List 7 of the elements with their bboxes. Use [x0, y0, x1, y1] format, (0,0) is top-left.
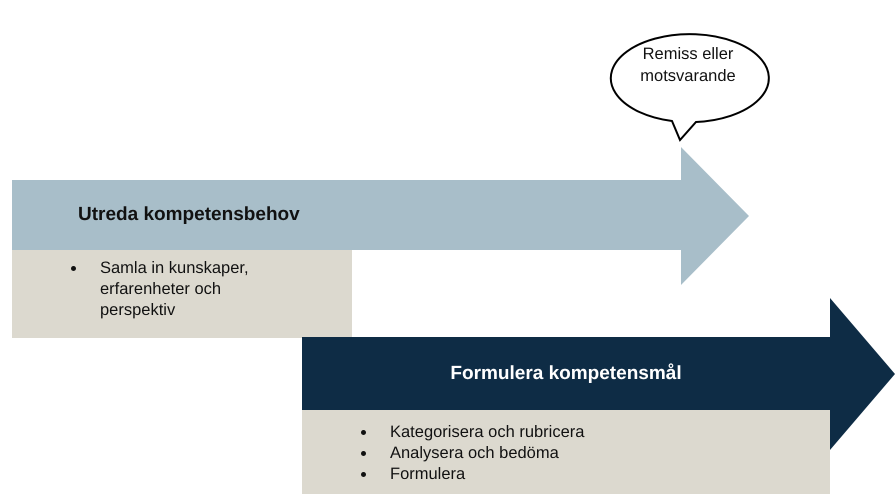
bullet-text: Kategorisera och rubricera [390, 422, 584, 443]
heading: Formulera kompetensmål [449, 362, 683, 386]
bullet-text: Samla in kunskaper, erfarenheter och perspektiv [100, 258, 250, 321]
heading: Utreda kompetensbehov [78, 203, 300, 227]
bullet-text: Formulera [390, 464, 466, 485]
bubble-text: Remiss eller motsvarande [639, 44, 737, 87]
bullet-text: Analysera och bedöma [390, 443, 559, 464]
